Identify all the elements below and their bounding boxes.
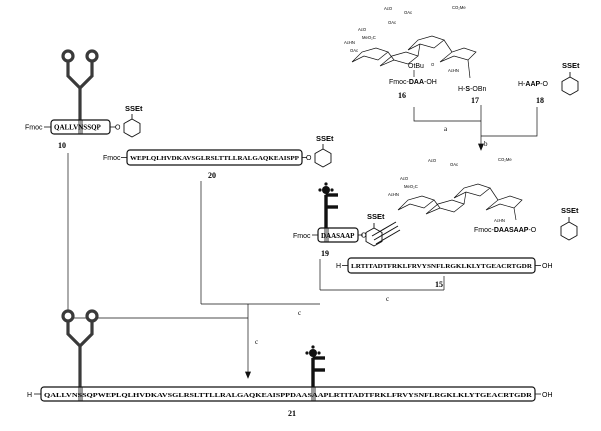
- compound-10: Fmoc QALLVNSSQP O SSEt 10: [25, 49, 143, 150]
- step-c-label-2: c: [298, 309, 301, 317]
- c20-sequence: WEPLQLHVDKAVSGLRSLTTLLRALGAQKEAISPP: [130, 155, 299, 162]
- equivalence-symbol: [371, 221, 401, 245]
- svg-text:AcO: AcO: [428, 158, 437, 163]
- svg-text:O: O: [115, 125, 121, 132]
- svg-text:O: O: [306, 155, 312, 162]
- glycosylated-asn-highlight: [78, 120, 83, 134]
- svg-text:CO₂Me: CO₂Me: [452, 5, 466, 10]
- svg-text:AcHN: AcHN: [448, 68, 459, 73]
- step-b-label: b: [484, 140, 488, 148]
- svg-text:AcO: AcO: [358, 27, 367, 32]
- thioester-benzene-icon: [314, 144, 332, 168]
- svg-text:H-AAP-O: H-AAP-O: [518, 81, 549, 88]
- svg-text:AcO: AcO: [400, 176, 409, 181]
- c10-tag: SSEt: [125, 104, 143, 113]
- c19-number: 19: [321, 249, 329, 258]
- svg-text:O: O: [431, 62, 435, 67]
- c21-suffix: OH: [542, 392, 553, 399]
- c19-sequence: DAASAAP: [321, 232, 355, 240]
- c19-tag: SSEt: [367, 212, 385, 221]
- compound-21: H QALLVNSSQPWEPLQLHVDKAVSGLRSLTTLLRALGAQ…: [27, 309, 553, 418]
- c15-suffix: OH: [542, 263, 553, 270]
- c20-tag: SSEt: [316, 134, 334, 143]
- c21-prefix: H: [27, 392, 32, 399]
- svg-text:OAc: OAc: [450, 162, 458, 167]
- compound-19: Fmoc DAASAAP O SSEt 19: [293, 182, 385, 258]
- svg-text:H-S-OBn: H-S-OBn: [458, 86, 487, 93]
- svg-text:AcO: AcO: [384, 6, 393, 11]
- compound-20: Fmoc WEPLQLHVDKAVSGLRSLTTLLRALGAQKEAISPP…: [103, 134, 334, 180]
- glycopeptide-product: AcO OAc CO₂Me AcO MeO₂C AcHN AcHN Fmoc-D…: [388, 157, 579, 241]
- step-a-label: a: [444, 125, 448, 133]
- sialylated-glycan-icon: [311, 356, 325, 387]
- c15-number: 15: [435, 280, 443, 289]
- svg-text:CO₂Me: CO₂Me: [498, 157, 512, 162]
- svg-text:AcHN: AcHN: [344, 40, 355, 45]
- flower-glycan-icon: [318, 182, 334, 198]
- sialylated-glycan-icon: [324, 193, 338, 228]
- c15-sequence: LRTITADTFRKLFRVYSNFLRGKLKLYTGEACRTGDR: [351, 263, 533, 270]
- svg-text:AcHN: AcHN: [494, 218, 505, 223]
- glycan-building-blocks: AcO OAc CO₂Me OAc AcO MeO₂C AcHN OAc AcH…: [344, 5, 580, 151]
- c20-number: 20: [208, 171, 216, 180]
- thioester-benzene-icon: [561, 72, 579, 96]
- biantennary-glycan-icon: [61, 309, 99, 389]
- c20-prefix: Fmoc: [103, 155, 121, 162]
- thioester-benzene-icon: [560, 217, 578, 241]
- c21-sequence: QALLVNSSQPWEPLQLHVDKAVSGLRSLTTLLRALGAQKE…: [44, 392, 533, 399]
- thioester-benzene-icon: [365, 223, 383, 247]
- c10-prefix: Fmoc: [25, 125, 43, 132]
- svg-text:Fmoc-DAASAAP-O: Fmoc-DAASAAP-O: [474, 227, 537, 234]
- svg-text:OAc: OAc: [404, 10, 412, 15]
- svg-text:OAc: OAc: [350, 48, 358, 53]
- compound-15: H LRTITADTFRKLFRVYSNFLRGKLKLYTGEACRTGDR …: [336, 257, 553, 289]
- flower-glycan-icon: [305, 345, 321, 361]
- svg-text:MeO₂C: MeO₂C: [362, 35, 376, 40]
- svg-text:OAc: OAc: [388, 20, 396, 25]
- step-c-label-1: c: [386, 295, 389, 303]
- step-c-label-3: c: [255, 338, 258, 346]
- c18-number: 18: [536, 96, 544, 105]
- c19-prefix: Fmoc: [293, 233, 311, 240]
- sialylated-glycan-structure: [351, 35, 477, 79]
- svg-text:O: O: [361, 233, 367, 240]
- c16-number: 16: [398, 91, 406, 100]
- c17-number: 17: [471, 96, 479, 105]
- c15-prefix: H: [336, 263, 341, 270]
- svg-text:MeO₂C: MeO₂C: [404, 184, 418, 189]
- svg-text:SSEt: SSEt: [561, 206, 579, 215]
- thioester-benzene-icon: [123, 114, 141, 138]
- svg-text:OtBu: OtBu: [408, 63, 424, 70]
- svg-text:SSEt: SSEt: [562, 61, 580, 70]
- svg-text:AcHN: AcHN: [388, 192, 399, 197]
- biantennary-glycan-icon: [61, 49, 99, 129]
- c10-sequence: QALLVNSSQP: [54, 124, 102, 132]
- c21-number: 21: [288, 409, 296, 418]
- svg-text:Fmoc-DAA-OH: Fmoc-DAA-OH: [389, 79, 437, 86]
- c10-number: 10: [58, 141, 66, 150]
